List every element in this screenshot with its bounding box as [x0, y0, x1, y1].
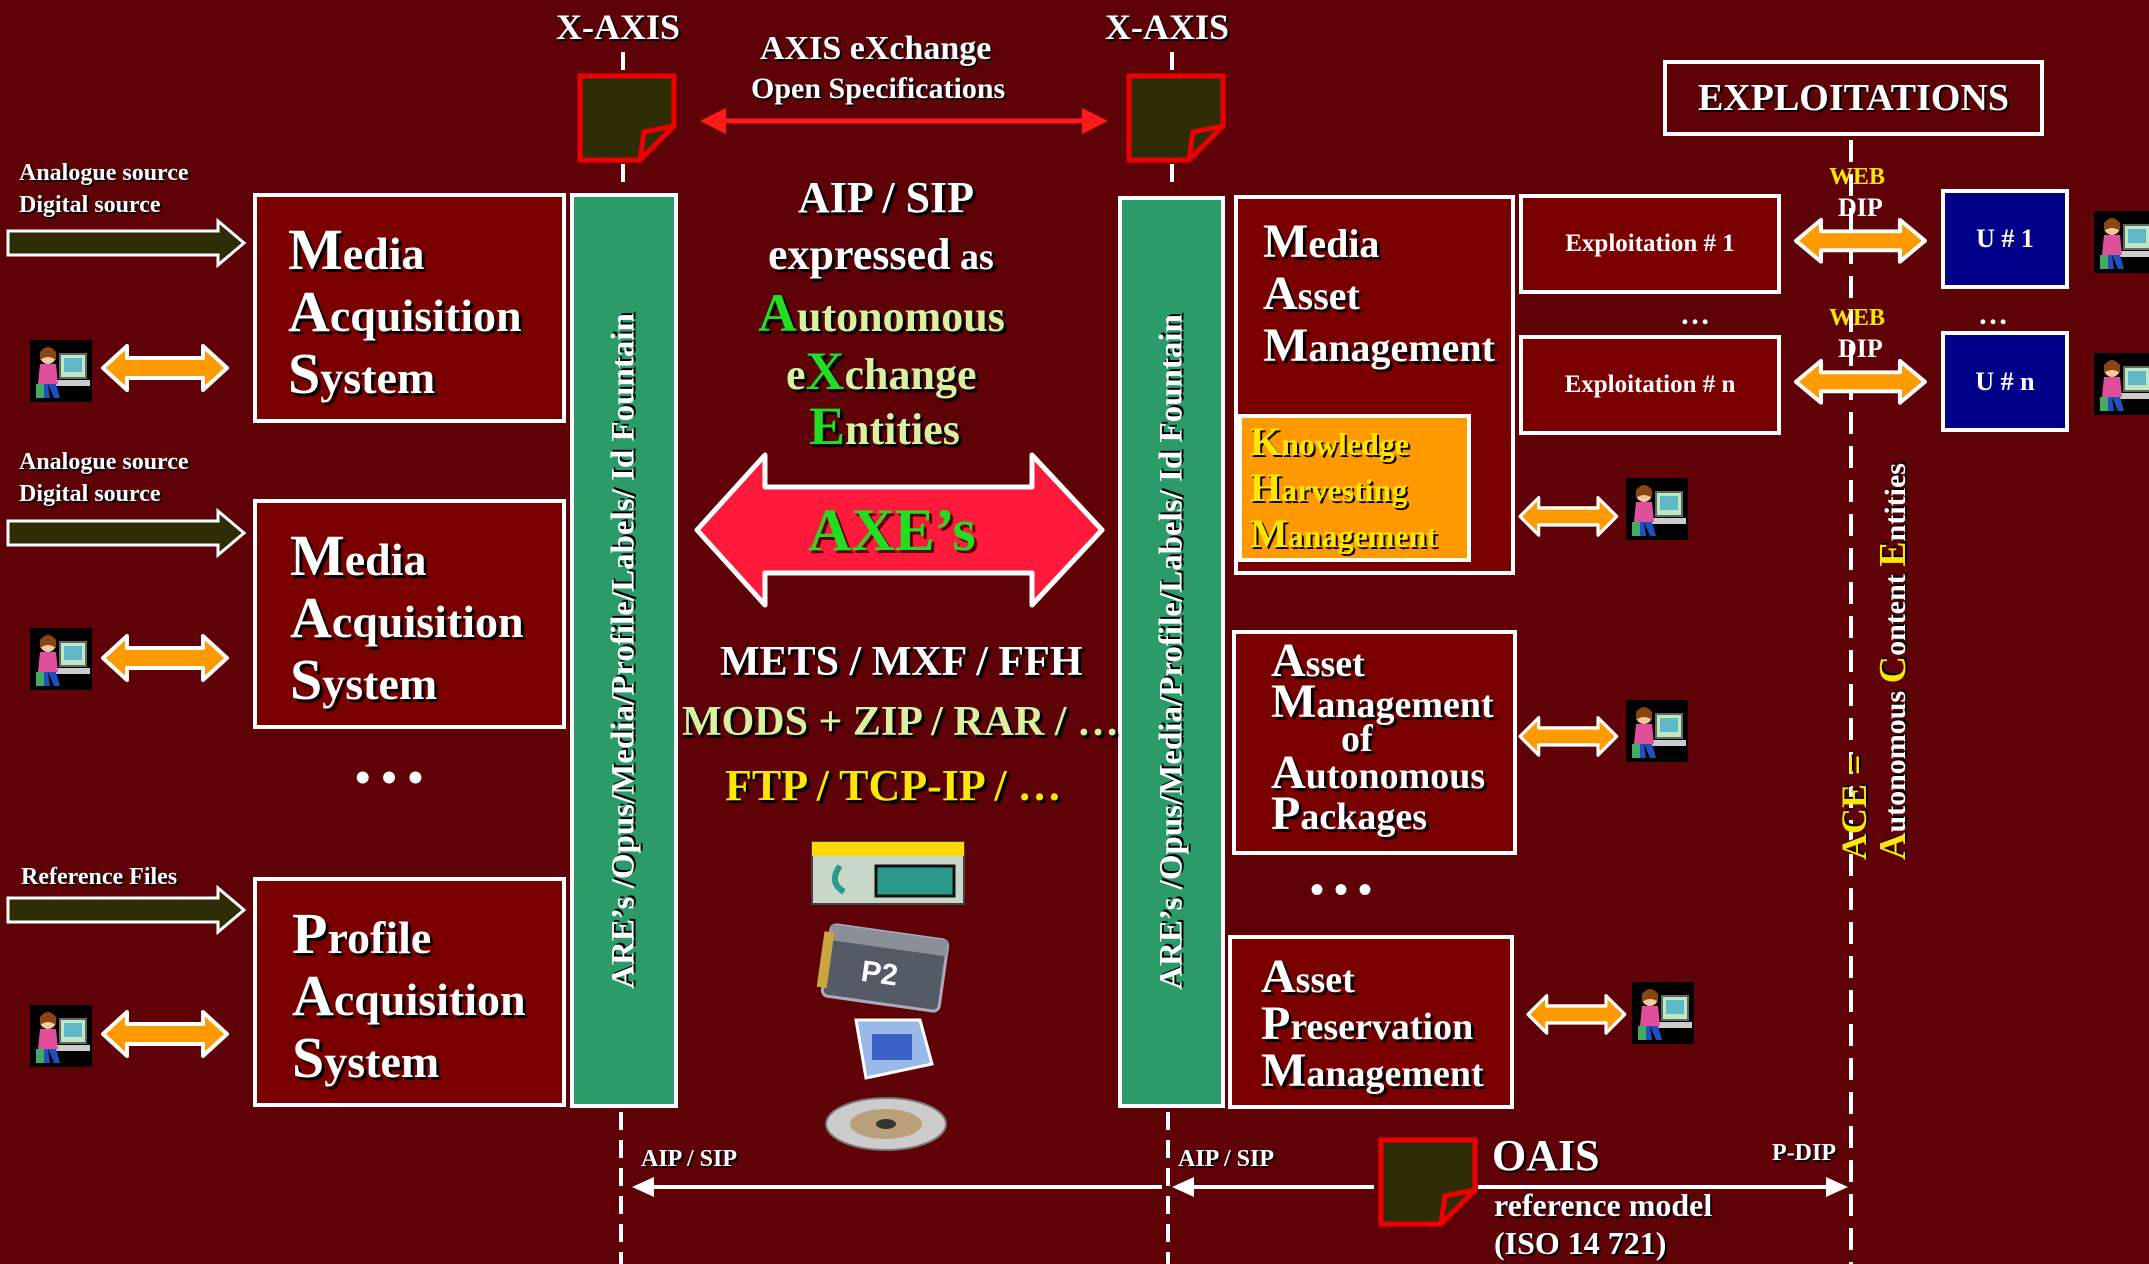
ellipsis-right: • • • [1310, 867, 1373, 912]
media-asset-management: Media Asset Management Knowledge Harvest… [1234, 195, 1515, 575]
exploitation-box-1: Exploitation # 1 [1519, 194, 1781, 294]
user-dots: … [1978, 298, 2008, 331]
dip-label-n: DIP [1838, 334, 1883, 363]
center-expressed-as: expressed as [768, 230, 994, 279]
svg-text:P2: P2 [859, 955, 900, 993]
knowledge-harvesting-management: Knowledge Harvesting Management [1238, 414, 1471, 562]
id-fountain-bar-right: ARE’s /Opus/Media/Profile/Labels/ Id Fou… [1118, 196, 1225, 1108]
exploitations-title-box: EXPLOITATIONS [1663, 60, 2044, 136]
user-label-1: U # 1 [1976, 224, 2034, 253]
user-box-n: U # n [1941, 331, 2069, 432]
axis-exchange-subtitle: Open Specifications [751, 72, 1006, 105]
id-fountain-label-left: ARE’s /Opus/Media/Profile/Labels/ Id Fou… [605, 312, 642, 989]
exploitation-label-1: Exploitation # 1 [1565, 230, 1735, 257]
profile-acquisition-system: Profile Acquisition System [253, 877, 566, 1107]
iso-label: (ISO 14 721) [1494, 1225, 1667, 1261]
axis-exchange-title: AXIS eXchange [760, 30, 992, 67]
formats-line-3: FTP / TCP-IP / … [725, 761, 1062, 810]
center-aip-sip: AIP / SIP [798, 173, 975, 222]
exploitation-box-n: Exploitation # n [1519, 335, 1781, 435]
oais-label: OAIS [1492, 1131, 1600, 1180]
input-label-1a: Analogue source [19, 160, 189, 186]
exploitation-dots: … [1680, 298, 1710, 331]
id-fountain-bar-left: ARE’s /Opus/Media/Profile/Labels/ Id Fou… [570, 193, 678, 1108]
asset-management-autonomous-packages: Asset Management of Autonomous Packages [1232, 630, 1517, 855]
ace-label: ACE = Autonomous Content Entities [1834, 440, 1916, 860]
formats-line-1: METS / MXF / FFH [720, 639, 1083, 685]
id-fountain-label-right: ARE’s /Opus/Media/Profile/Labels/ Id Fou… [1153, 314, 1189, 990]
input-label-3: Reference Files [21, 864, 178, 890]
aip-sip-left-label: AIP / SIP [641, 1146, 738, 1172]
input-label-2a: Analogue source [19, 449, 189, 475]
input-label-2b: Digital source [19, 481, 161, 507]
disk-drive-icon [854, 1018, 934, 1080]
input-label-1b: Digital source [19, 192, 161, 218]
aip-sip-right-label: AIP / SIP [1178, 1146, 1275, 1172]
tape-icon [811, 841, 965, 905]
axes-arrow-label: AXE’s [808, 497, 976, 563]
center-autonomous: Autonomous [758, 283, 1005, 343]
dip-label-1: DIP [1838, 193, 1883, 222]
reference-model-label: reference model [1494, 1187, 1713, 1223]
center-entities: Entities [809, 396, 960, 456]
center-exchange: eXchange [786, 341, 977, 401]
ellipsis-left: • • • [355, 753, 424, 802]
p2-card-icon: P2 [816, 923, 950, 1013]
p-dip-label: P-DIP [1772, 1140, 1836, 1166]
cd-icon [825, 1097, 947, 1151]
ace-label-line-2: Autonomous Content Entities [1872, 463, 1914, 860]
x-axis-label-left: X-AXIS [556, 7, 681, 47]
web-label-n: WEB [1829, 305, 1886, 331]
exploitations-title: EXPLOITATIONS [1697, 77, 2010, 119]
x-axis-label-right: X-AXIS [1105, 7, 1230, 47]
formats-line-2: MODS + ZIP / RAR / … [682, 699, 1119, 745]
asset-preservation-management: Asset Preservation Management [1228, 935, 1514, 1109]
media-acquisition-system-1: Media Acquisition System [253, 193, 566, 423]
exploitation-label-n: Exploitation # n [1564, 371, 1736, 398]
web-label-1: WEB [1829, 164, 1886, 190]
ace-label-line-1: ACE = [1834, 754, 1874, 860]
media-acquisition-system-2: Media Acquisition System [253, 499, 566, 729]
user-label-n: U # n [1975, 366, 2035, 396]
user-box-1: U # 1 [1941, 189, 2069, 289]
